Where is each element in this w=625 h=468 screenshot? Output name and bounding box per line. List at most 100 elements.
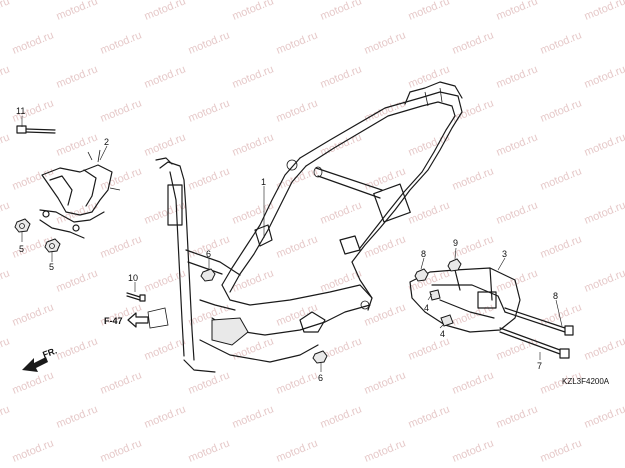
watermark-text: motod.ru: [0, 403, 11, 430]
watermark-text: motod.ru: [99, 437, 144, 464]
watermark-text: motod.ru: [319, 63, 364, 90]
watermark-text: motod.ru: [363, 369, 408, 396]
watermark-text: motod.ru: [55, 0, 100, 23]
watermark-text: motod.ru: [11, 29, 56, 56]
watermark-text: motod.ru: [495, 267, 540, 294]
watermark-text: motod.ru: [275, 29, 320, 56]
callout-6a: 6: [206, 249, 211, 259]
watermark-text: motod.ru: [0, 199, 11, 226]
watermark-text: motod.ru: [363, 165, 408, 192]
watermark-text: motod.ru: [495, 403, 540, 430]
watermark-text: motod.ru: [451, 301, 496, 328]
watermark-text: motod.ru: [11, 301, 56, 328]
watermark-text: motod.ru: [187, 29, 232, 56]
watermark-text: motod.ru: [363, 233, 408, 260]
watermark-text: motod.ru: [539, 29, 584, 56]
watermark-text: motod.ru: [187, 165, 232, 192]
watermark-text: motod.ru: [407, 199, 452, 226]
watermark-text: motod.ru: [0, 63, 11, 90]
watermark-text: motod.ru: [0, 267, 11, 294]
watermark-text: motod.ru: [583, 131, 625, 158]
watermark-text: motod.ru: [99, 165, 144, 192]
front-direction-arrow: [22, 357, 48, 372]
callout-9: 9: [453, 238, 458, 248]
watermark-text: motod.ru: [231, 403, 276, 430]
callout-5a: 5: [19, 244, 24, 254]
watermark-text: motod.ru: [99, 369, 144, 396]
watermark-text: motod.ru: [451, 369, 496, 396]
reference-label: F-47: [104, 316, 123, 326]
watermark-text: motod.ru: [11, 165, 56, 192]
watermark-text: motod.ru: [407, 0, 452, 23]
watermark-text: motod.ru: [539, 437, 584, 464]
callout-5b: 5: [49, 262, 54, 272]
callout-4a: 4: [424, 303, 429, 313]
watermark-text: motod.ru: [0, 335, 11, 362]
watermark-text: motod.ru: [143, 63, 188, 90]
watermark-text: motod.ru: [0, 0, 11, 23]
watermark-text: motod.ru: [0, 131, 11, 158]
watermark-text: motod.ru: [275, 437, 320, 464]
main-frame-drawing: [155, 81, 463, 373]
watermark-text: motod.ru: [55, 403, 100, 430]
watermark-text: motod.ru: [55, 335, 100, 362]
reference-arrow-f47: [127, 307, 169, 329]
watermark-text: motod.ru: [275, 233, 320, 260]
callout-3: 3: [502, 249, 507, 259]
watermark-text: motod.ru: [231, 63, 276, 90]
watermark-text: motod.ru: [451, 97, 496, 124]
diagram-code: KZL3F4200A: [562, 377, 610, 386]
direction-label: FR.: [41, 346, 58, 360]
watermark-text: motod.ru: [539, 97, 584, 124]
watermark-text: motod.ru: [55, 131, 100, 158]
watermark-text: motod.ru: [495, 131, 540, 158]
leader-lines: [21, 116, 563, 372]
watermark-text: motod.ru: [407, 131, 452, 158]
watermark-text: motod.ru: [583, 199, 625, 226]
watermark-text: motod.ru: [55, 267, 100, 294]
callout-11: 11: [16, 106, 25, 116]
watermark-text: motod.ru: [319, 131, 364, 158]
bolt-11-drawing: [16, 125, 56, 134]
watermark-text: motod.ru: [11, 369, 56, 396]
pin-10-drawing: [126, 292, 146, 302]
bracket-assembly-drawing: [39, 149, 121, 239]
watermark-text: motod.ru: [407, 403, 452, 430]
watermark-text: motod.ru: [231, 267, 276, 294]
callout-10: 10: [128, 273, 138, 283]
callout-8b: 8: [553, 291, 558, 301]
watermark-text: motod.ru: [407, 335, 452, 362]
watermark-text: motod.ru: [407, 267, 452, 294]
watermark-text: motod.ru: [275, 301, 320, 328]
watermark-text: motod.ru: [231, 199, 276, 226]
watermark-text: motod.ru: [451, 29, 496, 56]
watermark-text: motod.ru: [319, 403, 364, 430]
nut-6a-drawing: [200, 268, 216, 282]
watermark-text: motod.ru: [99, 233, 144, 260]
watermark-text: motod.ru: [363, 29, 408, 56]
watermark-text: motod.ru: [319, 0, 364, 23]
watermark-text: motod.ru: [143, 0, 188, 23]
watermark-text: motod.ru: [539, 165, 584, 192]
callout-7: 7: [537, 361, 542, 371]
watermark-text: motod.ru: [583, 335, 625, 362]
watermark-text: motod.ru: [451, 437, 496, 464]
sub-assembly-drawing: [409, 258, 574, 359]
watermark-text: motod.ru: [275, 369, 320, 396]
nut-5b-drawing: [44, 238, 61, 253]
watermark-text: motod.ru: [451, 165, 496, 192]
watermark-text: motod.ru: [363, 437, 408, 464]
callout-8a: 8: [421, 249, 426, 259]
watermark-text: motod.ru: [275, 165, 320, 192]
watermark-text: motod.ru: [495, 0, 540, 23]
watermark-text: motod.ru: [539, 233, 584, 260]
nut-5a-drawing: [14, 218, 31, 233]
watermark-text: motod.ru: [539, 301, 584, 328]
watermark-text: motod.ru: [143, 199, 188, 226]
watermark-text: motod.ru: [11, 437, 56, 464]
watermark-text: motod.ru: [143, 131, 188, 158]
watermark-text: motod.ru: [495, 63, 540, 90]
watermark-text: motod.ru: [583, 63, 625, 90]
callout-1: 1: [261, 177, 266, 187]
watermark-text: motod.ru: [143, 403, 188, 430]
